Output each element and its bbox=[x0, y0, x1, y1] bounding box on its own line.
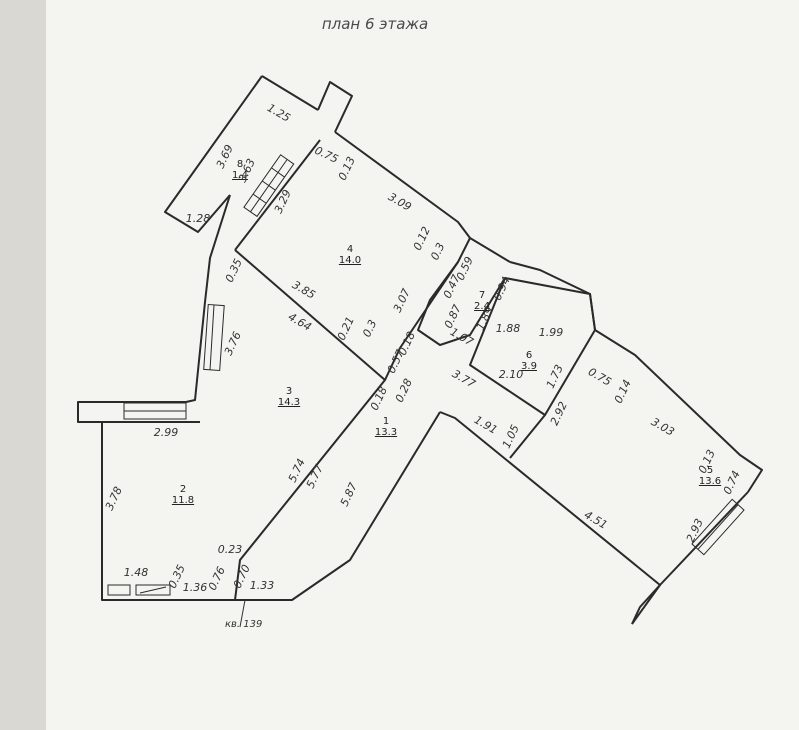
dimension-label: 2.99 bbox=[154, 426, 179, 439]
balcony-outline bbox=[164, 75, 263, 233]
room-1-area: 13.3 bbox=[375, 427, 397, 438]
room5-bottom-wall bbox=[439, 411, 661, 625]
room-3-number: 3 bbox=[286, 386, 292, 397]
balcony-notch bbox=[317, 81, 353, 133]
dimension-label: 2.10 bbox=[499, 368, 524, 381]
paper bbox=[40, 0, 799, 730]
window-room5 bbox=[691, 498, 745, 556]
room-2-area: 11.8 bbox=[172, 495, 194, 506]
room6-outline bbox=[469, 277, 596, 416]
room-4-number: 4 bbox=[347, 244, 353, 255]
radiator-mark bbox=[139, 586, 167, 594]
top-wall-left bbox=[334, 131, 511, 263]
room7-outline bbox=[417, 261, 506, 346]
window-room3 bbox=[203, 303, 225, 372]
dimension-label: 0.23 bbox=[218, 543, 243, 556]
dimension-label: 1.33 bbox=[250, 579, 275, 592]
room-3-area: 14.3 bbox=[278, 397, 300, 408]
windows bbox=[107, 154, 745, 596]
top-wall-right bbox=[509, 261, 763, 493]
plan-title: план 6 этажа bbox=[322, 15, 428, 33]
room-7-area: 2.4 bbox=[474, 301, 490, 312]
radiator-right bbox=[135, 584, 171, 596]
apartment-leader-line bbox=[239, 599, 246, 628]
dimension-label: 1.88 bbox=[496, 322, 521, 335]
room-4-area: 14.0 bbox=[339, 255, 361, 266]
dimension-label: 1.99 bbox=[539, 326, 564, 339]
dimension-label: 1.48 bbox=[124, 566, 149, 579]
corridor-bottom bbox=[235, 411, 441, 601]
room-6-area: 3.9 bbox=[521, 361, 537, 372]
room-1-number: 1 bbox=[383, 416, 389, 427]
room-6-number: 6 bbox=[526, 350, 532, 361]
room-8-number: 8 bbox=[237, 159, 243, 170]
balcony-top-wall bbox=[261, 75, 319, 111]
room-7-number: 7 bbox=[479, 290, 485, 301]
window-room4-balcony bbox=[243, 154, 295, 218]
radiator-left bbox=[107, 584, 131, 596]
room5-right-wall bbox=[631, 491, 749, 625]
room5-divider bbox=[509, 414, 546, 459]
window-room3-line bbox=[209, 304, 215, 371]
room-5-number: 5 bbox=[707, 465, 713, 476]
apartment-label: кв. 139 bbox=[225, 619, 262, 630]
room3-partition bbox=[234, 249, 386, 601]
room-5-area: 13.6 bbox=[699, 476, 721, 487]
room-2-number: 2 bbox=[180, 484, 186, 495]
room-labels: 113.3 211.8 314.3 414.0 513.6 63.9 72.4 81.4 bbox=[172, 159, 721, 506]
dimension-label: 1.36 bbox=[183, 581, 208, 594]
walls bbox=[77, 75, 763, 625]
room4-left-wall bbox=[234, 139, 321, 251]
left-outer-wall bbox=[77, 194, 235, 601]
page-gutter bbox=[0, 0, 46, 730]
room-8-area: 1.4 bbox=[232, 170, 248, 181]
dimension-label: 1.28 bbox=[186, 212, 211, 225]
